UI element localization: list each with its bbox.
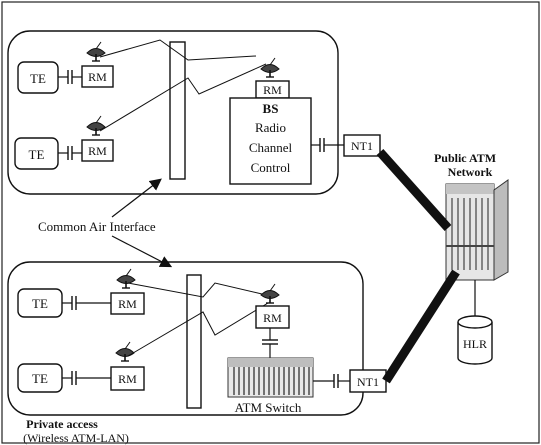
te-label: TE	[32, 371, 48, 386]
rm-label: RM	[88, 70, 107, 84]
interface-symbol	[65, 146, 75, 160]
private-access-label: Private access	[26, 417, 98, 431]
atm-switch-label: ATM Switch	[235, 400, 302, 415]
interface-symbol	[317, 138, 327, 152]
link-bottom-to-network	[386, 272, 456, 381]
wireless-atm-lan-label: (Wireless ATM-LAN)	[23, 431, 129, 445]
network-label: Network	[448, 165, 493, 179]
rm-label: RM	[263, 83, 282, 97]
antenna-icon	[261, 284, 279, 303]
te-label: TE	[29, 147, 45, 162]
rm-label: RM	[88, 144, 107, 158]
antenna-icon	[116, 342, 134, 361]
rm-label: RM	[118, 372, 137, 386]
nt1-label: NT1	[357, 375, 379, 389]
public-atm-label: Public ATM	[434, 151, 496, 165]
nt1-label: NT1	[351, 139, 373, 153]
hlr-label: HLR	[463, 337, 487, 351]
antenna-icon	[87, 116, 105, 135]
atm-network-switch-icon	[446, 180, 508, 280]
interface-symbol	[69, 371, 79, 385]
pointer-arrow-top	[112, 180, 160, 217]
bs-radio-label: Radio	[255, 120, 286, 135]
bs-channel-label: Channel	[249, 140, 293, 155]
rm-label: RM	[118, 297, 137, 311]
atm-switch-icon	[228, 358, 313, 397]
interface-symbol	[331, 374, 341, 388]
air-interface-slab-top	[170, 42, 185, 179]
bs-label: BS	[263, 101, 279, 116]
te-label: TE	[32, 296, 48, 311]
bs-control-label: Control	[251, 160, 291, 175]
antenna-icon	[87, 42, 105, 61]
rm-label: RM	[263, 311, 282, 325]
common-air-interface-label: Common Air Interface	[38, 219, 156, 234]
antenna-icon	[117, 269, 135, 288]
interface-symbol	[69, 296, 79, 310]
te-label: TE	[30, 71, 46, 86]
antenna-icon	[261, 58, 279, 77]
interface-symbol	[65, 70, 75, 84]
